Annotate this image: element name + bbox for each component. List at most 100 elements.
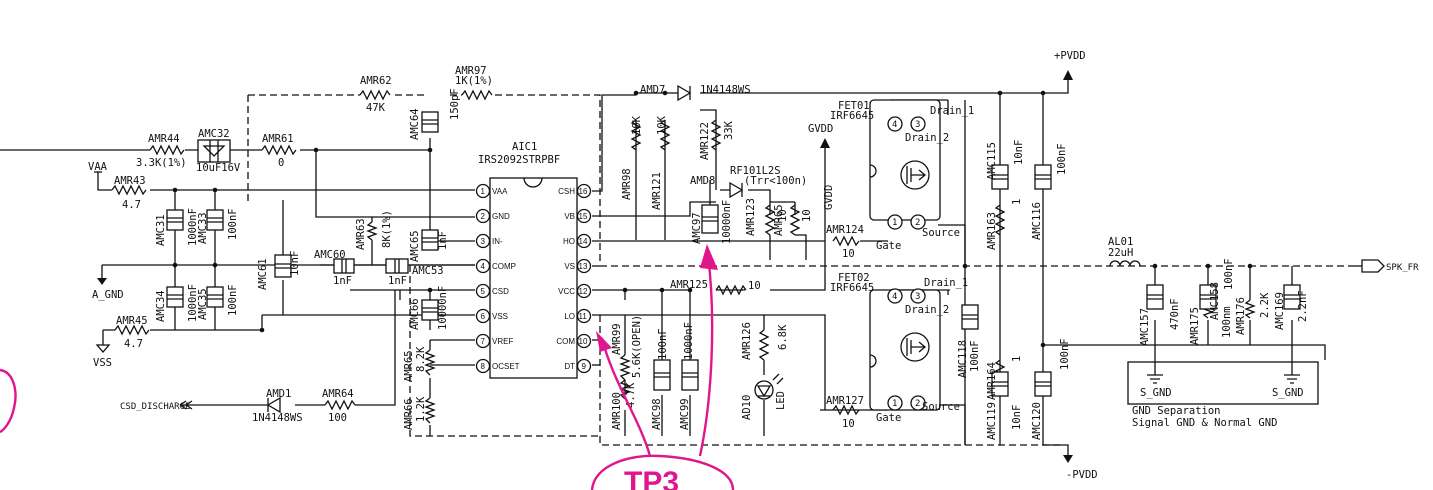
net-spk: SPK_FR	[1386, 263, 1419, 273]
value-amr64: 100	[328, 412, 347, 424]
ic-pin-number: 1	[481, 187, 486, 196]
ic-pin-label-vs: VS	[564, 262, 575, 271]
value-al01: 22uH	[1108, 247, 1133, 259]
left-edge-circle	[0, 368, 17, 434]
ic-pin-label-gnd: GND	[492, 212, 510, 221]
ic-pin-label-com: COM	[556, 337, 575, 346]
tp3-label: TP3	[624, 466, 679, 490]
value-amc60: 1nF	[333, 275, 352, 287]
net-agnd: A_GND	[92, 289, 124, 301]
ref-amd8: AMD8	[690, 175, 715, 187]
ic-pin-label-vb: VB	[564, 212, 575, 221]
ic-pin-label-in-: IN-	[492, 237, 503, 246]
ic-pin-1	[475, 183, 491, 199]
ic-pin-label-ocset: OCSET	[492, 362, 520, 371]
ic-pin-9	[576, 358, 592, 374]
label-amc66: AMC66	[409, 298, 421, 330]
ic-pin-16	[576, 183, 592, 199]
label-amc60: AMC60	[314, 249, 346, 261]
fet02-gate: Gate	[876, 412, 901, 424]
value-amr124: 10	[842, 248, 855, 260]
ic-pin-number: 2	[481, 212, 486, 221]
value-amr98: 10K	[631, 115, 643, 135]
ic-part: IRS2092STRPBF	[478, 154, 560, 166]
inductor-al01	[1109, 260, 1141, 267]
gnd-separation-box	[1127, 345, 1319, 405]
value-amc98: 100nF	[657, 328, 669, 360]
ic-pin-label-csh: CSH	[558, 187, 575, 196]
ic-pin-14	[576, 233, 592, 249]
ic-pin-3	[475, 233, 491, 249]
ic-pin-number: 6	[481, 312, 486, 321]
net-vss: VSS	[93, 357, 112, 369]
note-amd8: (Trr<100n)	[744, 175, 807, 187]
ic-pin-number: 5	[481, 287, 486, 296]
ic-pin-label-lo: LO	[564, 312, 575, 321]
value-amr100: 4.7K	[625, 382, 637, 408]
label-amr121: AMR121	[651, 172, 663, 210]
label-amr122: AMR122	[699, 122, 711, 160]
label-amc115: AMC115	[986, 142, 998, 180]
label-amc34: AMC34	[155, 290, 167, 322]
label-amr61: AMR61	[262, 133, 294, 145]
label-amr99: AMR99	[611, 323, 623, 355]
value-amc61: 10nF	[289, 251, 301, 276]
value-amr43: 4.7	[122, 199, 141, 211]
label-ad10: AD10	[741, 395, 753, 420]
value-amr99: 5.6K(OPEN)	[631, 315, 643, 378]
ic-pin-label-vaa: VAA	[492, 187, 508, 196]
value-amr125: 10	[748, 280, 761, 292]
value-amc115: 10nF	[1013, 140, 1025, 165]
value-amc34: 1000nF	[187, 284, 199, 322]
value-amc116: 100nF	[1056, 143, 1068, 175]
power-symbols	[94, 70, 1385, 463]
label-amr66: AMR66	[403, 398, 415, 430]
value-amr127: 10	[842, 418, 855, 430]
svg-text:1: 1	[892, 399, 897, 409]
value-amr61: 0	[278, 157, 284, 169]
label-amc53: AMC53	[412, 265, 444, 277]
ic-pin-13	[576, 258, 592, 274]
ic-pin-8	[475, 358, 491, 374]
ic-pin-12	[576, 283, 592, 299]
value-amc97: 10000nF	[721, 200, 733, 244]
value-amc64: 150pF	[449, 88, 461, 120]
ic-pin-label-csd: CSD	[492, 287, 509, 296]
tp3-arrow-left	[600, 337, 652, 457]
ic-pin-label-vcc: VCC	[558, 287, 575, 296]
capacitors	[166, 111, 1301, 397]
label-amr176: AMR176	[1235, 297, 1247, 335]
net-pvdd-pos: +PVDD	[1054, 50, 1086, 62]
net-pvdd-neg: -PVDD	[1066, 469, 1098, 481]
ic-pin-number: 13	[579, 262, 588, 271]
value-amc35: 100nF	[227, 284, 239, 316]
value-amr126: 6.8K	[777, 324, 789, 350]
label-amc33: AMC33	[197, 212, 209, 244]
value-amr44: 3.3K(1%)	[136, 157, 187, 169]
label-amc64: AMC64	[409, 108, 421, 140]
ic-pin-number: 8	[481, 362, 486, 371]
label-amr175: AMR175	[1189, 307, 1201, 345]
ic-pin-label-ho: HO	[563, 237, 575, 246]
svg-text:2: 2	[915, 399, 920, 409]
ic-pin-5	[475, 283, 491, 299]
ic-ref: AIC1	[512, 141, 537, 153]
value-amc32: 10uF16V	[196, 162, 241, 174]
value-amr121: 10K	[656, 115, 668, 135]
value-amc118: 100nF	[969, 340, 981, 372]
tp3-callout-circle	[590, 454, 735, 490]
ic-pin-number: 7	[481, 337, 486, 346]
label-amr43: AMR43	[114, 175, 146, 187]
fet01-gate: Gate	[876, 240, 901, 252]
ic-pin-label-comp: COMP	[492, 262, 516, 271]
svg-text:2: 2	[915, 218, 920, 228]
svg-text:3: 3	[915, 292, 920, 302]
value-amr122: 33K	[723, 120, 735, 140]
label-amr64: AMR64	[322, 388, 354, 400]
label-amc120: AMC120	[1031, 402, 1043, 440]
label-amr65: AMR65	[403, 350, 415, 382]
